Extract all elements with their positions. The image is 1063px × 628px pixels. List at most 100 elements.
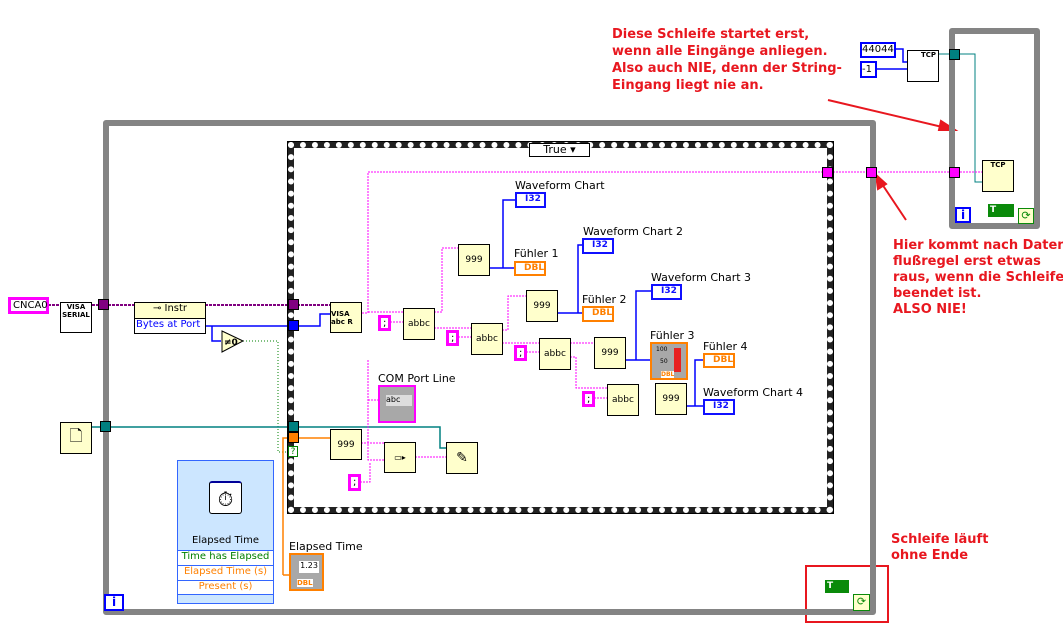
output-time-has-elapsed[interactable]: Time has Elapsed — [178, 550, 273, 565]
chart-1-terminal[interactable]: I32 — [515, 192, 546, 208]
tcp-string-tunnel — [949, 167, 960, 178]
separator-constant[interactable]: ; — [514, 345, 527, 361]
case-structure — [287, 141, 834, 514]
chart-2-label: Waveform Chart 2 — [583, 225, 684, 238]
main-true-constant[interactable]: T — [825, 580, 849, 593]
elapsed-time-label: Elapsed Time — [289, 540, 363, 553]
property-node[interactable]: ⊸ Instr Bytes at Port — [134, 302, 206, 334]
link-icon: ⊸ — [152, 303, 165, 314]
tcp-loop-condition-icon[interactable]: ⟳ — [1018, 208, 1034, 224]
annotation-line: ALSO NIE! — [893, 302, 967, 317]
main-loop-condition-icon[interactable]: ⟳ — [853, 594, 870, 611]
sensor-2-terminal[interactable]: DBL — [582, 306, 614, 322]
annotation-line: raus, wenn die Schleife — [893, 270, 1063, 285]
separator-constant[interactable]: ; — [446, 330, 459, 346]
annotation-line: Schleife läuft — [891, 532, 989, 547]
scan-from-string-node[interactable]: abbc — [607, 384, 639, 416]
main-while-loop — [103, 120, 876, 615]
property-node-class: Instr — [164, 303, 188, 314]
annotation-top: Diese Schleife startet erst, wenn alle E… — [612, 26, 842, 94]
tcp-timeout-constant[interactable]: -1 — [860, 61, 877, 78]
sensor-4-label: Fühler 4 — [703, 340, 748, 353]
elapsed-time-express-vi[interactable]: ⏱ Elapsed Time Time has Elapsed Elapsed … — [177, 460, 274, 604]
visa-read-node[interactable]: VISA abc R — [330, 302, 362, 333]
scale-tick: 50 — [660, 358, 668, 365]
annotation-bottom: Schleife läuft ohne Ende — [891, 532, 988, 564]
number-to-string-node[interactable]: 999 — [330, 429, 362, 460]
tcp-port-constant[interactable]: 44044 — [860, 42, 896, 58]
annotation-line: Diese Schleife startet erst, — [612, 27, 810, 42]
compare-label: ≠0 — [224, 338, 238, 348]
tcp-true-constant[interactable]: T — [988, 204, 1014, 217]
string-loop-tunnel — [866, 167, 877, 178]
tcp-while-loop — [949, 28, 1040, 229]
express-vi-title: Elapsed Time — [192, 535, 259, 546]
not-equal-zero-node[interactable]: ≠0 — [221, 330, 244, 353]
tcp-write-node[interactable]: TCP — [982, 160, 1014, 192]
visa-case-tunnel — [288, 299, 299, 310]
annotation-line: Hier kommt nach Daten- — [893, 238, 1063, 253]
chart-3-terminal[interactable]: I32 — [651, 284, 682, 300]
string-to-number-node[interactable]: 999 — [594, 337, 626, 369]
chart-4-terminal[interactable]: I32 — [703, 399, 735, 415]
annotation-line: beendet ist. — [893, 286, 982, 301]
chart-4-label: Waveform Chart 4 — [703, 386, 804, 399]
elapsed-time-value: 1.23 — [299, 561, 319, 573]
new-file-constant-icon[interactable]: 🗋 — [60, 422, 92, 454]
stopwatch-icon: ⏱ — [209, 481, 242, 514]
visa-tunnel — [98, 299, 109, 310]
string-to-number-node[interactable]: 999 — [655, 383, 687, 415]
tcp-listen-node[interactable]: TCP — [907, 50, 939, 82]
annotation-line: wenn alle Eingänge anliegen. — [612, 44, 828, 59]
sensor-3-label: Fühler 3 — [650, 329, 695, 342]
annotation-line: Eingang liegt nie an. — [612, 78, 764, 93]
sensor-1-terminal[interactable]: DBL — [514, 261, 546, 276]
string-to-number-node[interactable]: 999 — [526, 290, 558, 322]
com-port-line-indicator[interactable]: abc — [378, 385, 416, 423]
chart-2-terminal[interactable]: I32 — [582, 238, 614, 254]
output-elapsed-time[interactable]: Elapsed Time (s) — [178, 565, 273, 580]
separator-constant[interactable]: ; — [582, 391, 595, 407]
elapsed-time-type: DBL — [297, 579, 313, 587]
case-selector[interactable]: True ▾ — [529, 143, 590, 157]
annotation-line: Also auch NIE, denn der String- — [612, 61, 842, 76]
com-port-line-label: COM Port Line — [378, 372, 456, 385]
case-selector-terminal: ? — [288, 446, 298, 457]
case-selector-label: True — [543, 143, 567, 156]
thermometer-fill — [674, 348, 681, 372]
string-to-number-node[interactable]: 999 — [458, 244, 490, 276]
annotation-line: ohne Ende — [891, 548, 969, 563]
separator-constant[interactable]: ; — [378, 315, 391, 331]
annotation-line: flußregel erst etwas — [893, 254, 1041, 269]
property-bytes-at-port: Bytes at Port — [136, 319, 201, 330]
file-tunnel — [100, 421, 111, 432]
tcp-conn-tunnel — [949, 49, 960, 60]
sensor-2-label: Fühler 2 — [582, 293, 627, 306]
separator-constant[interactable]: ; — [348, 474, 361, 491]
elapsed-time-indicator[interactable]: 1.23 DBL — [289, 553, 324, 591]
sensor-3-type: DBL — [661, 371, 675, 378]
concatenate-strings-node[interactable]: ▭▸ — [384, 442, 416, 473]
visa-resource-constant[interactable]: CNCA0 — [8, 297, 49, 314]
scan-from-string-node[interactable]: abbc — [539, 338, 571, 370]
scan-from-string-node[interactable]: abbc — [471, 323, 503, 355]
sensor-1-label: Fühler 1 — [514, 247, 559, 260]
sensor-4-terminal[interactable]: DBL — [703, 353, 735, 368]
output-present[interactable]: Present (s) — [178, 580, 273, 595]
file-case-tunnel — [288, 421, 299, 432]
bytes-case-tunnel — [288, 320, 299, 331]
scale-tick: 100 — [656, 346, 668, 353]
visa-serial-config-node[interactable]: VISA SERIAL — [60, 302, 92, 333]
chart-3-label: Waveform Chart 3 — [651, 271, 752, 284]
com-port-line-type: abc — [386, 395, 412, 406]
annotation-right: Hier kommt nach Daten- flußregel erst et… — [893, 238, 1063, 318]
string-case-tunnel — [822, 167, 833, 178]
main-iteration-terminal: i — [104, 594, 124, 611]
elapsed-case-tunnel — [288, 432, 299, 443]
chart-1-label: Waveform Chart — [515, 179, 605, 192]
scan-from-string-node[interactable]: abbc — [403, 308, 435, 340]
tcp-iteration-terminal: i — [955, 207, 971, 223]
sensor-3-thermometer-indicator[interactable]: 100 50 DBL — [650, 342, 688, 380]
write-text-file-icon[interactable]: ✎ — [446, 442, 478, 474]
